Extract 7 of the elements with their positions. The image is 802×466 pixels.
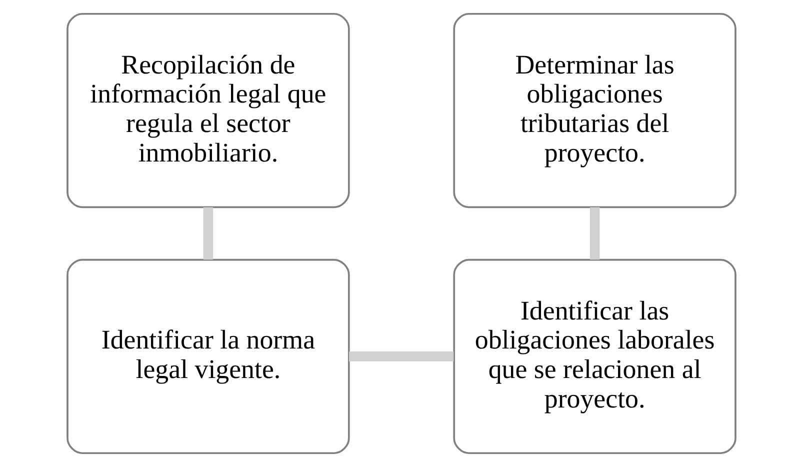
connector — [348, 351, 454, 361]
connector — [589, 206, 600, 260]
node-box: Determinar las obligaciones tributarias del proyecto. — [452, 12, 736, 208]
connector — [202, 206, 213, 260]
node-box: Identificar las obligaciones laborales que se relacionen al proyecto. — [452, 258, 736, 454]
node-box: Identificar la norma legal vigente. — [66, 258, 350, 454]
node-box: Recopilación de información legal que regula el sector inmobiliario. — [66, 12, 350, 208]
